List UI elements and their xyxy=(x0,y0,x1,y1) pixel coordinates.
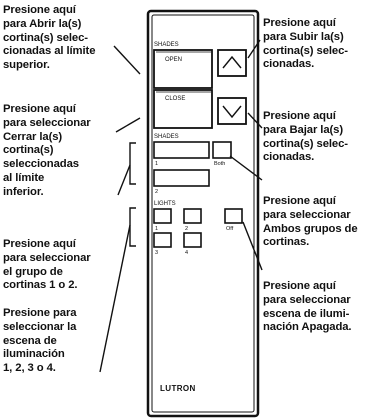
close-button[interactable]: CLOSE xyxy=(153,89,213,129)
lower-button[interactable] xyxy=(217,97,247,125)
scene-1-button[interactable]: 1 xyxy=(153,208,172,232)
both-label: Both xyxy=(214,161,225,167)
shade-group-2-button[interactable]: 2 xyxy=(153,169,210,195)
chevron-up-icon xyxy=(222,55,242,69)
bracket-light-scenes xyxy=(129,207,136,247)
scene-3-button[interactable]: 3 xyxy=(153,232,172,256)
pointer-close xyxy=(115,117,141,133)
raise-button[interactable] xyxy=(217,49,247,77)
remote-faceplate xyxy=(151,14,255,413)
lutron-logo: LUTRON xyxy=(160,384,196,393)
pointer-off xyxy=(242,221,263,271)
shade-group-1-label: 1 xyxy=(155,161,158,167)
open-button[interactable]: OPEN xyxy=(153,49,213,89)
close-button-label: CLOSE xyxy=(165,96,185,102)
callout-raise: Presione aquí para Subir la(s) cortina(s… xyxy=(263,17,348,71)
scene-1-label: 1 xyxy=(155,226,158,232)
pointer-lower xyxy=(247,112,263,129)
pointer-raise xyxy=(247,39,261,59)
pointer-shade-groups xyxy=(117,164,131,196)
both-button[interactable]: Both xyxy=(212,141,232,167)
scene-3-label: 3 xyxy=(155,250,158,256)
callout-light-scene: Presione para seleccionar la escena de i… xyxy=(3,307,77,375)
callout-close: Presione aquí para seleccionar Cerrar la… xyxy=(3,103,91,198)
callout-shade-group: Presione aquí para seleccionar el grupo … xyxy=(3,238,91,292)
callout-open: Presione aquí para Abrir la(s) cortina(s… xyxy=(3,4,96,72)
callout-off: Presione aquí para seleccionar escena de… xyxy=(263,280,352,334)
scene-2-button[interactable]: 2 xyxy=(183,208,202,232)
shades-group-section-label: SHADES xyxy=(154,134,179,140)
pointer-both xyxy=(229,155,263,181)
scene-4-label: 4 xyxy=(185,250,188,256)
callout-lower: Presione aquí para Bajar la(s) cortina(s… xyxy=(263,110,348,164)
chevron-down-icon xyxy=(222,105,242,119)
shade-group-1-button[interactable]: 1 xyxy=(153,141,210,167)
bracket-shade-groups xyxy=(129,142,136,185)
pointer-light-scenes xyxy=(99,224,131,373)
lights-section-label: LIGHTS xyxy=(154,201,176,207)
off-label: Off xyxy=(226,226,234,232)
callout-pointer-lines xyxy=(99,39,263,373)
off-button[interactable]: Off xyxy=(224,208,243,232)
open-button-label: OPEN xyxy=(165,57,182,63)
pointer-open xyxy=(113,45,141,75)
scene-4-button[interactable]: 4 xyxy=(183,232,202,256)
scene-2-label: 2 xyxy=(185,226,188,232)
shades-section-label: SHADES xyxy=(154,42,179,48)
shade-group-2-label: 2 xyxy=(155,189,158,195)
callout-both: Presione aquí para seleccionar Ambos gru… xyxy=(263,195,358,249)
